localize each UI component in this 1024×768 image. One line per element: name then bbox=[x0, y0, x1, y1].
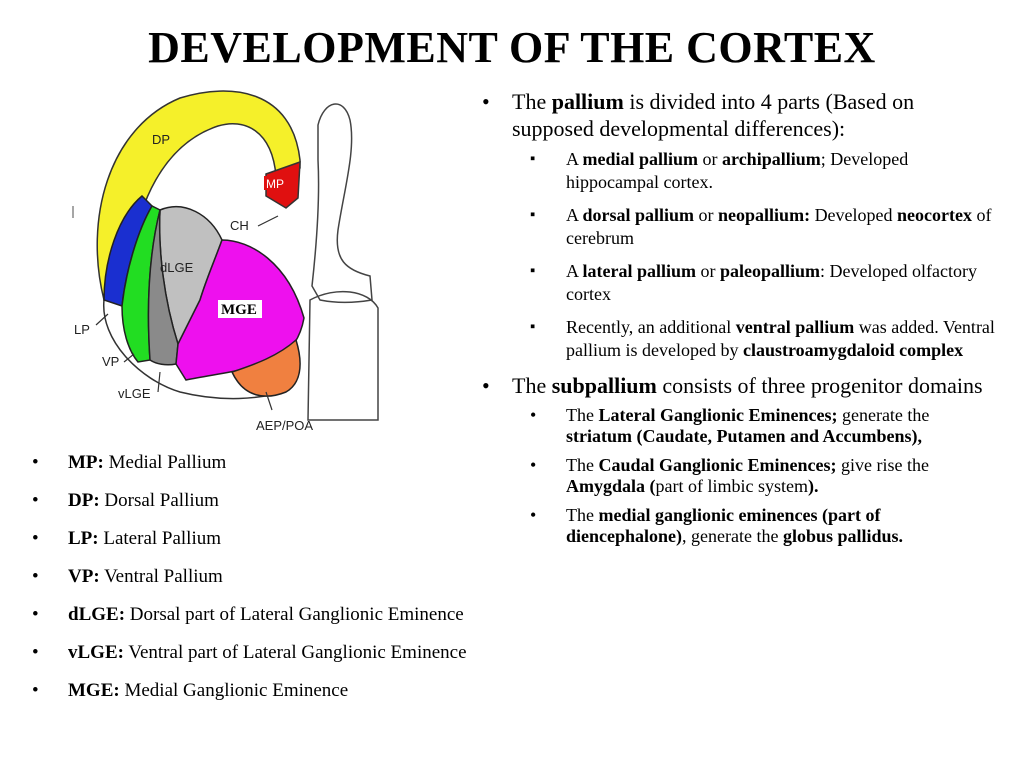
pallium-item-lateral: A lateral pallium or paleopallium: Devel… bbox=[478, 260, 998, 306]
pallium-intro: The pallium is divided into 4 parts (Bas… bbox=[478, 88, 998, 142]
subpallium-item-mge: The medial ganglionic eminences (part of… bbox=[478, 505, 998, 547]
leader-vp bbox=[123, 353, 135, 363]
subpallium-item-cge: The Caudal Ganglionic Eminences; give ri… bbox=[478, 455, 998, 497]
legend-item-mge: MGE: Medial Ganglionic Eminence bbox=[30, 680, 490, 702]
legend-item-dlge: dLGE: Dorsal part of Lateral Ganglionic … bbox=[30, 604, 490, 626]
right-ganglionic-outline bbox=[307, 290, 379, 421]
vlge-region bbox=[147, 209, 179, 366]
leader-ch bbox=[257, 215, 279, 227]
label-dp: DP bbox=[152, 132, 170, 147]
label-mp-box bbox=[264, 176, 294, 190]
right-hemisphere-outline bbox=[311, 103, 373, 304]
cortex-development-diagram: DP MP CH dLGE MGE LP VP vLGE AEP/POA bbox=[72, 90, 379, 433]
label-dlge: dLGE bbox=[160, 260, 194, 275]
legend-item-dp: DP: Dorsal Pallium bbox=[30, 490, 490, 512]
legend-item-vlge: vLGE: Ventral part of Lateral Ganglionic… bbox=[30, 642, 490, 664]
pallium-item-dorsal: A dorsal pallium or neopallium: Develope… bbox=[478, 204, 998, 250]
aep-poa-region bbox=[230, 338, 301, 397]
abbreviation-legend: MP: Medial Pallium DP: Dorsal Pallium LP… bbox=[30, 452, 490, 718]
label-vlge: vLGE bbox=[118, 386, 151, 401]
label-ch: CH bbox=[230, 218, 249, 233]
outer-boundary bbox=[103, 299, 287, 400]
legend-item-vp: VP: Ventral Pallium bbox=[30, 566, 490, 588]
leader-vlge bbox=[157, 371, 161, 393]
label-lp: LP bbox=[74, 322, 90, 337]
slide-title: DEVELOPMENT OF THE CORTEX bbox=[148, 23, 876, 72]
label-mge: MGE bbox=[221, 302, 257, 318]
leader-lp bbox=[95, 313, 109, 326]
label-mp: MP bbox=[266, 177, 284, 191]
subpallium-intro: The subpallium consists of three progeni… bbox=[478, 372, 998, 399]
legend-item-lp: LP: Lateral Pallium bbox=[30, 528, 490, 550]
label-mge-box bbox=[218, 300, 262, 318]
label-vp: VP bbox=[102, 354, 119, 369]
label-aep-poa: AEP/POA bbox=[256, 418, 313, 433]
bullet-content: The pallium is divided into 4 parts (Bas… bbox=[478, 88, 998, 555]
subpallium-item-lge: The Lateral Ganglionic Eminences; genera… bbox=[478, 405, 998, 447]
pallium-item-ventral: Recently, an additional ventral pallium … bbox=[478, 316, 998, 362]
leader-aep bbox=[265, 391, 273, 411]
pallium-item-medial: A medial pallium or archipallium; Develo… bbox=[478, 148, 998, 194]
legend-item-mp: MP: Medial Pallium bbox=[30, 452, 490, 474]
dorsal-pallium-region bbox=[96, 90, 301, 301]
